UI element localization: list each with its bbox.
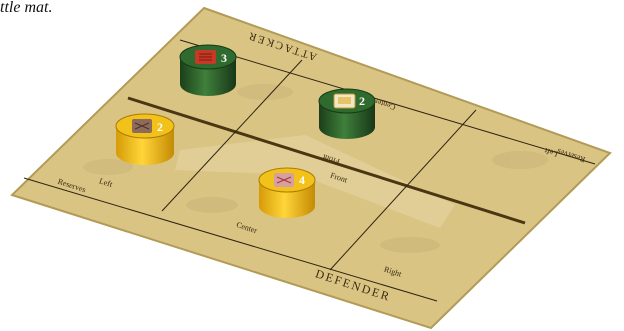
counter-defender-infantry[interactable]: 4 [259, 168, 315, 218]
counter-strength: 3 [221, 51, 227, 65]
counter-strength: 4 [299, 173, 305, 187]
caption-text: ttle mat. [0, 0, 52, 17]
infantry-icon [195, 50, 216, 64]
counter-strength: 2 [157, 120, 163, 134]
cavalry-icon [132, 119, 152, 133]
infantry-icon [274, 173, 294, 187]
counter-attacker-artillery[interactable]: 2 [319, 89, 375, 139]
counter-defender-cavalry[interactable]: 2 [116, 114, 174, 165]
counter-strength: 2 [359, 94, 365, 108]
artillery-icon [334, 94, 355, 108]
counter-attacker-infantry[interactable]: 3 [180, 45, 236, 96]
